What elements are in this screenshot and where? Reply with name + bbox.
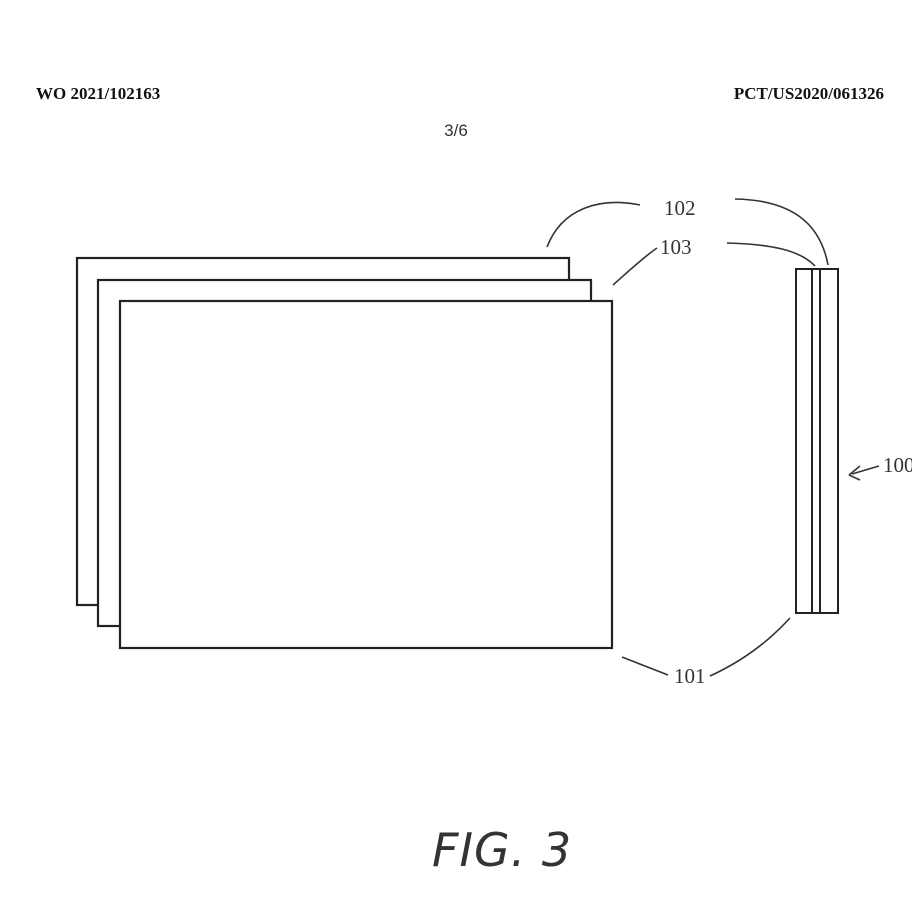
publication-number: WO 2021/102163	[36, 84, 161, 103]
leader-lines	[546, 198, 880, 677]
leader-103-right	[726, 242, 816, 267]
leader-101-right	[709, 617, 791, 677]
front-panel	[118, 299, 614, 650]
leader-102-right	[734, 198, 829, 266]
leader-103-left	[612, 247, 658, 286]
leader-100-arrowhead	[848, 465, 861, 481]
leader-100-arrow-shaft	[851, 465, 880, 475]
side-view-outline	[795, 268, 839, 614]
ref-label-102: 102	[664, 196, 696, 220]
ref-label-101: 101	[674, 664, 706, 688]
sheet-number: 3/6	[444, 121, 468, 140]
ref-label-103: 103	[660, 235, 692, 259]
application-number: PCT/US2020/061326	[733, 84, 884, 103]
leader-101-left	[621, 656, 669, 676]
stack-side-view	[795, 268, 839, 614]
figure-caption: FIG. 3	[432, 823, 572, 877]
ref-label-100: 100	[883, 453, 912, 477]
leader-102-left	[546, 201, 641, 248]
